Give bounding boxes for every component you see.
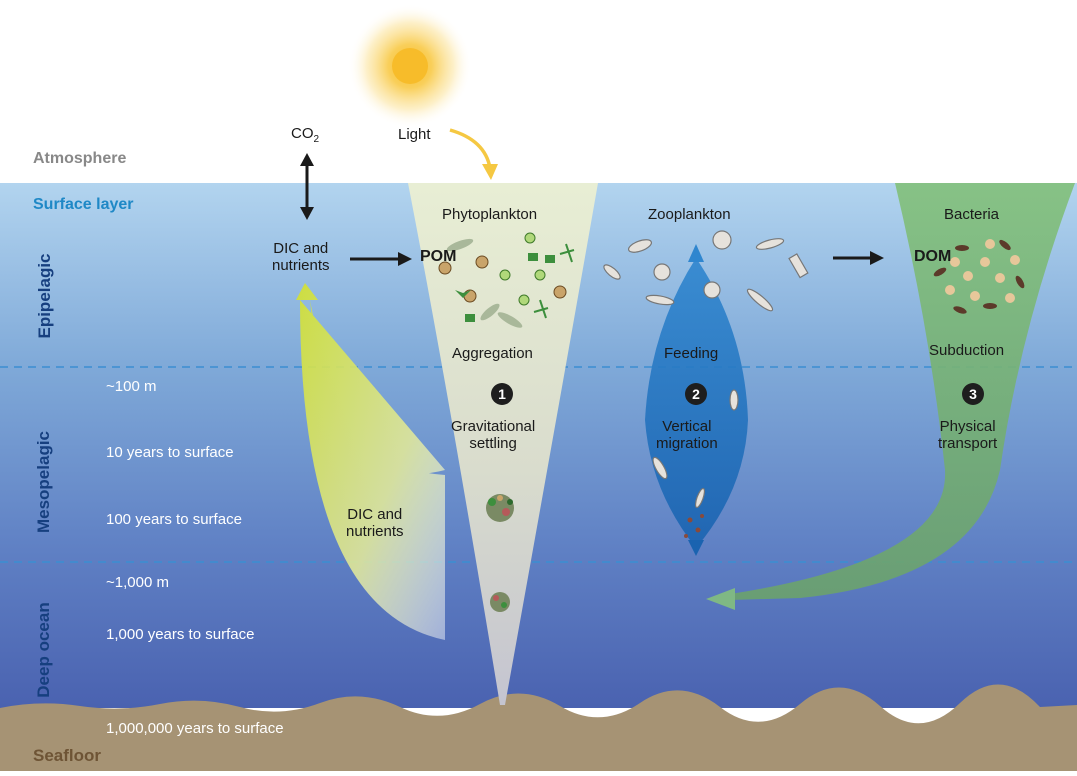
light-arrow xyxy=(449,128,492,169)
deep-ocean-label: Deep ocean xyxy=(34,602,53,698)
marine-snow-aggregate-icon xyxy=(486,494,514,522)
pathway-1-line1: Gravitational xyxy=(451,418,536,435)
pathway-2-badge: 2 xyxy=(685,383,707,405)
phytoplankton-cluster-icon xyxy=(438,232,575,328)
zoo-to-dom-arrowhead xyxy=(870,251,884,265)
migration-arrowhead-down xyxy=(688,540,704,556)
dic-nutrients-surface-label: DIC and nutrients xyxy=(272,240,330,274)
mesopelagic-label: Mesopelagic xyxy=(34,430,53,534)
migration-arrowhead-up xyxy=(688,244,704,262)
dic-line1: DIC and xyxy=(273,240,329,257)
sun-core xyxy=(392,48,428,84)
million-years-label: 1,000,000 years to surface xyxy=(106,720,284,737)
epipelagic-label: Epipelagic xyxy=(35,253,54,339)
thousand-years-label: 1,000 years to surface xyxy=(106,626,255,643)
pathway-3-line1: Physical xyxy=(939,418,996,435)
dom-label: DOM xyxy=(914,248,952,265)
phytoplankton-label: Phytoplankton xyxy=(442,206,538,223)
pathway-3-label: Physical transport xyxy=(938,418,997,452)
dic-nutrients-deep-label: DIC and nutrients xyxy=(346,506,404,540)
pathway-1-label: Gravitational settling xyxy=(451,418,535,452)
subduction-label: Subduction xyxy=(929,342,1005,359)
small-aggregate-icon xyxy=(490,592,510,612)
co2-text: CO xyxy=(291,125,314,142)
feeding-label: Feeding xyxy=(664,345,719,362)
pathway-2-line2: migration xyxy=(656,435,718,452)
dic-to-pom-arrowhead xyxy=(398,252,412,266)
bacteria-label: Bacteria xyxy=(944,206,1000,223)
meso-dic-line1: DIC and xyxy=(347,506,403,523)
pathway-2-label: Vertical migration xyxy=(656,418,718,452)
physical-transport-arrowhead xyxy=(706,588,735,610)
depth-100m-label: ~100 m xyxy=(106,378,157,395)
dic-return-flow xyxy=(296,283,445,640)
fecal-pellet-particles-icon xyxy=(684,514,704,538)
pathway-1-badge: 1 xyxy=(491,383,513,405)
co2-subscript: 2 xyxy=(313,134,320,145)
depth-1000m-label: ~1,000 m xyxy=(106,574,169,591)
seafloor xyxy=(0,684,1077,771)
aggregation-label: Aggregation xyxy=(452,345,533,362)
pathway-2-line1: Vertical xyxy=(662,418,712,435)
pom-label: POM xyxy=(420,248,457,265)
zooplankton-label: Zooplankton xyxy=(648,206,731,223)
pathway-3-line2: transport xyxy=(938,435,998,452)
dic-line2: nutrients xyxy=(272,257,330,274)
atmosphere-label: Atmosphere xyxy=(33,150,127,167)
bacteria-dom-cluster-icon xyxy=(933,239,1025,314)
dom-cone xyxy=(730,183,1075,600)
ten-years-label: 10 years to surface xyxy=(106,444,234,461)
seafloor-label: Seafloor xyxy=(33,746,102,765)
gravitational-settling-cone xyxy=(408,183,598,705)
co2-arrowhead-down xyxy=(300,207,314,220)
co2-label: CO2 xyxy=(291,125,319,148)
zooplankton-cluster-icon xyxy=(603,230,809,509)
pathway-1-line2: settling xyxy=(469,435,517,452)
light-label: Light xyxy=(398,126,431,143)
hundred-years-label: 100 years to surface xyxy=(106,511,242,528)
meso-dic-line2: nutrients xyxy=(346,523,404,540)
co2-arrowhead-up xyxy=(300,153,314,166)
surface-layer-label: Surface layer xyxy=(33,196,134,213)
light-arrowhead xyxy=(482,164,498,180)
pathway-3-badge: 3 xyxy=(962,383,984,405)
